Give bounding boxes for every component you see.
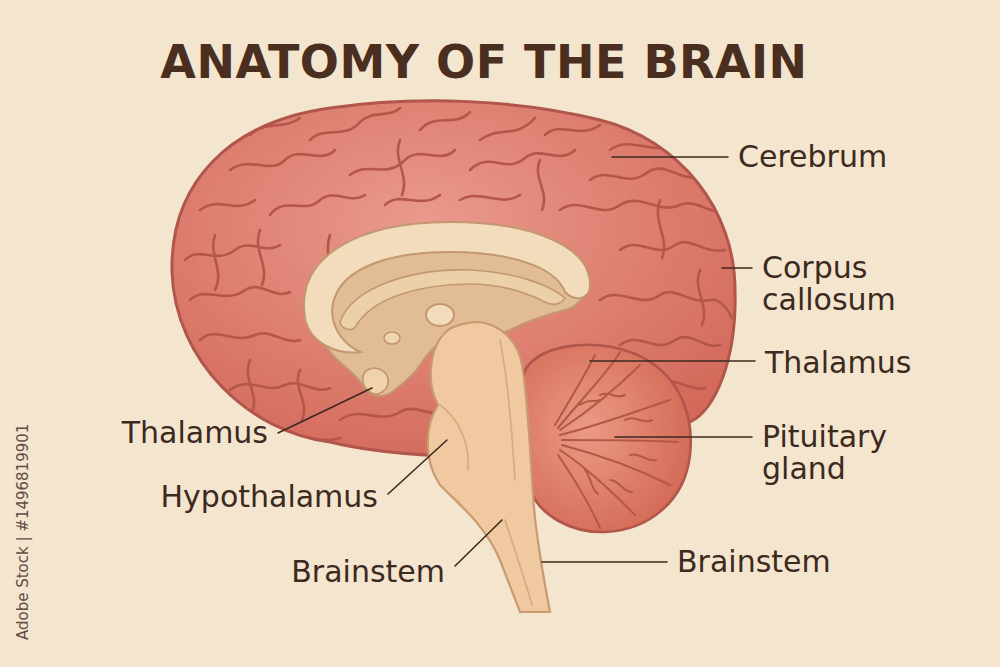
part-label: Brainstem (291, 556, 445, 588)
part-label: Hypothalamus (161, 481, 378, 513)
leader-line (388, 440, 447, 494)
fornix-band (340, 270, 565, 330)
leader-line (615, 436, 752, 438)
watermark-text: Adobe Stock | #1496819901 (14, 424, 32, 640)
leader-line (590, 360, 755, 362)
thalamus-shape (426, 304, 454, 326)
brainstem-shading (440, 340, 532, 605)
part-label: Thalamus (122, 417, 268, 449)
leader-line (612, 156, 728, 158)
cerebellum-shape (520, 345, 691, 532)
leader-line (542, 561, 667, 563)
small-nucleus (384, 332, 400, 344)
cerebellum-folia (555, 352, 678, 528)
part-label: Thalamus (765, 347, 911, 379)
leader-line (278, 388, 372, 433)
part-label: Corpus callosum (762, 252, 942, 316)
part-label: Cerebrum (738, 141, 887, 173)
leader-line (722, 267, 752, 269)
part-label: Brainstem (677, 546, 831, 578)
diagram-title: ANATOMY OF THE BRAIN (160, 39, 807, 85)
leader-line (455, 520, 502, 566)
part-label: Pituitary gland (762, 421, 942, 485)
brainstem-shape (428, 322, 550, 612)
